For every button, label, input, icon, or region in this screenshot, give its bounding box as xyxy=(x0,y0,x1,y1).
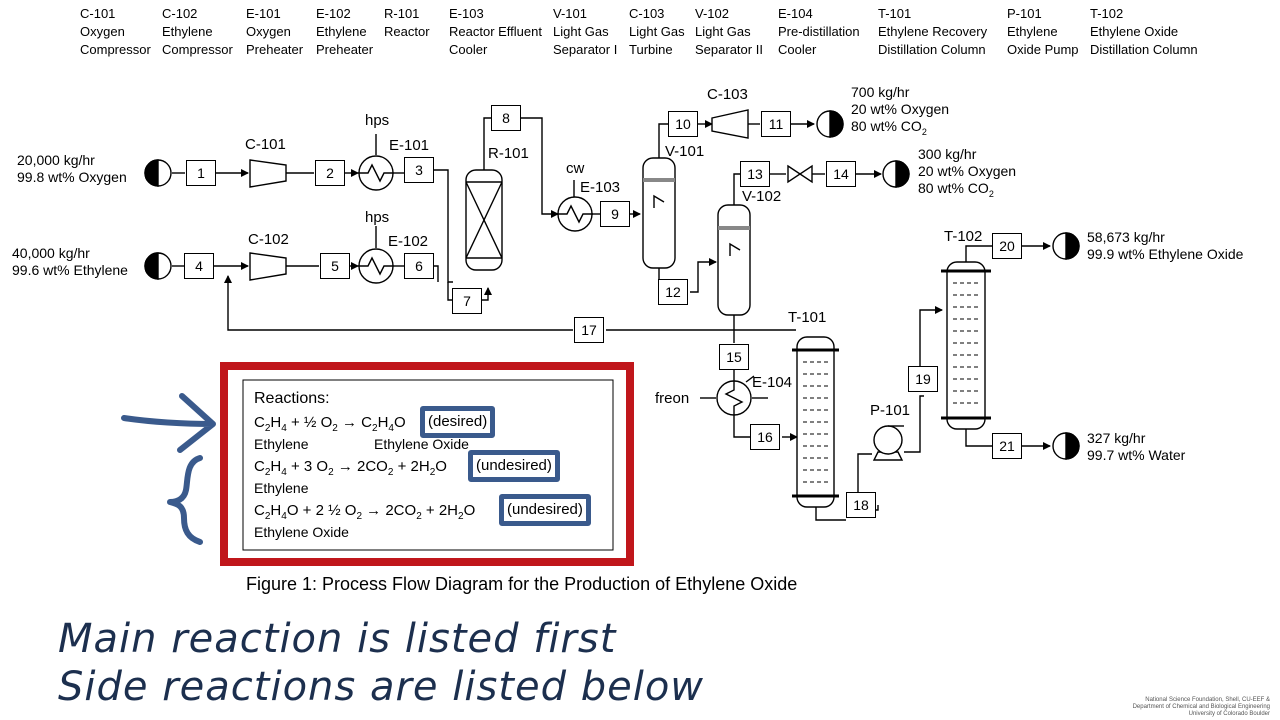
stream-2: 2 xyxy=(315,160,345,186)
credit-footer: National Science Foundation, Shell, CU-E… xyxy=(1132,697,1270,717)
label-e101: E-101 xyxy=(389,137,430,154)
note-main-reaction: Main reaction is listed first xyxy=(58,616,617,662)
stream-9: 9 xyxy=(600,201,630,227)
label-hps-2: hps xyxy=(365,209,390,226)
stream-1: 1 xyxy=(186,160,216,186)
label-hps-1: hps xyxy=(365,112,390,129)
stream-18: 18 xyxy=(846,492,876,518)
separator-v102 xyxy=(717,204,751,316)
label-c103: C-103 xyxy=(707,86,748,103)
label-cw: cw xyxy=(566,160,585,177)
stream-10: 10 xyxy=(668,111,698,137)
label-t102: T-102 xyxy=(944,228,983,245)
separator-v101 xyxy=(642,157,676,269)
label-r101: R-101 xyxy=(488,145,529,162)
label-v101: V-101 xyxy=(665,143,705,160)
figure-caption: Figure 1: Process Flow Diagram for the P… xyxy=(246,574,798,594)
stream-20: 20 xyxy=(992,233,1022,259)
label-freon: freon xyxy=(655,390,690,407)
reaction-2-equation: C2H4 + 3 O2 → 2CO2 + 2H2O xyxy=(254,458,447,478)
label-e102: E-102 xyxy=(388,233,429,250)
undesired-tag-1: (undesired) xyxy=(468,450,560,482)
stream-11: 11 xyxy=(761,111,791,137)
stream-19: 19 xyxy=(908,366,938,392)
label-e103: E-103 xyxy=(580,179,621,196)
label-c102: C-102 xyxy=(248,231,289,248)
stream-3: 3 xyxy=(404,157,434,183)
reactions-title: Reactions: xyxy=(254,390,330,407)
stream-21: 21 xyxy=(992,433,1022,459)
reaction-1-equation: C2H4 + ½ O2 → C2H4O xyxy=(254,414,406,434)
control-valve xyxy=(787,164,813,184)
stream-7: 7 xyxy=(452,288,482,314)
desired-tag: (desired) xyxy=(420,406,496,438)
label-p101: P-101 xyxy=(870,402,911,419)
column-t101 xyxy=(796,336,835,508)
column-t102 xyxy=(946,261,986,430)
undesired-tag-2: (undesired) xyxy=(499,494,591,526)
hand-drawn-arrow xyxy=(121,393,216,453)
stream-13: 13 xyxy=(740,161,770,187)
stream-5: 5 xyxy=(320,253,350,279)
reaction-1-name-ethylene: Ethylene xyxy=(254,436,309,452)
stream-12: 12 xyxy=(658,279,688,305)
turbine-c103 xyxy=(711,109,749,139)
note-side-reactions: Side reactions are listed below xyxy=(58,664,704,710)
reactions-highlight-box xyxy=(220,362,634,566)
stream-6: 6 xyxy=(404,253,434,279)
label-e104: E-104 xyxy=(752,374,793,391)
stream-16: 16 xyxy=(750,424,780,450)
stream-4: 4 xyxy=(184,253,214,279)
stream-8: 8 xyxy=(491,105,521,131)
label-v102: V-102 xyxy=(742,188,782,205)
stream-15: 15 xyxy=(719,344,749,370)
reaction-3-name: Ethylene Oxide xyxy=(254,524,349,540)
compressor-c101 xyxy=(249,159,287,188)
pump-p101 xyxy=(873,425,903,455)
reaction-2-name: Ethylene xyxy=(254,480,309,496)
reaction-3-equation: C2H4O + 2 ½ O2 → 2CO2 + 2H2O xyxy=(254,502,476,522)
hand-drawn-brace xyxy=(167,455,203,545)
stream-17: 17 xyxy=(574,317,604,343)
stream-14: 14 xyxy=(826,161,856,187)
compressor-c102 xyxy=(249,252,287,281)
reaction-1-name-ethylene-oxide: Ethylene Oxide xyxy=(374,436,469,452)
label-c101: C-101 xyxy=(245,136,286,153)
label-t101: T-101 xyxy=(788,309,827,326)
